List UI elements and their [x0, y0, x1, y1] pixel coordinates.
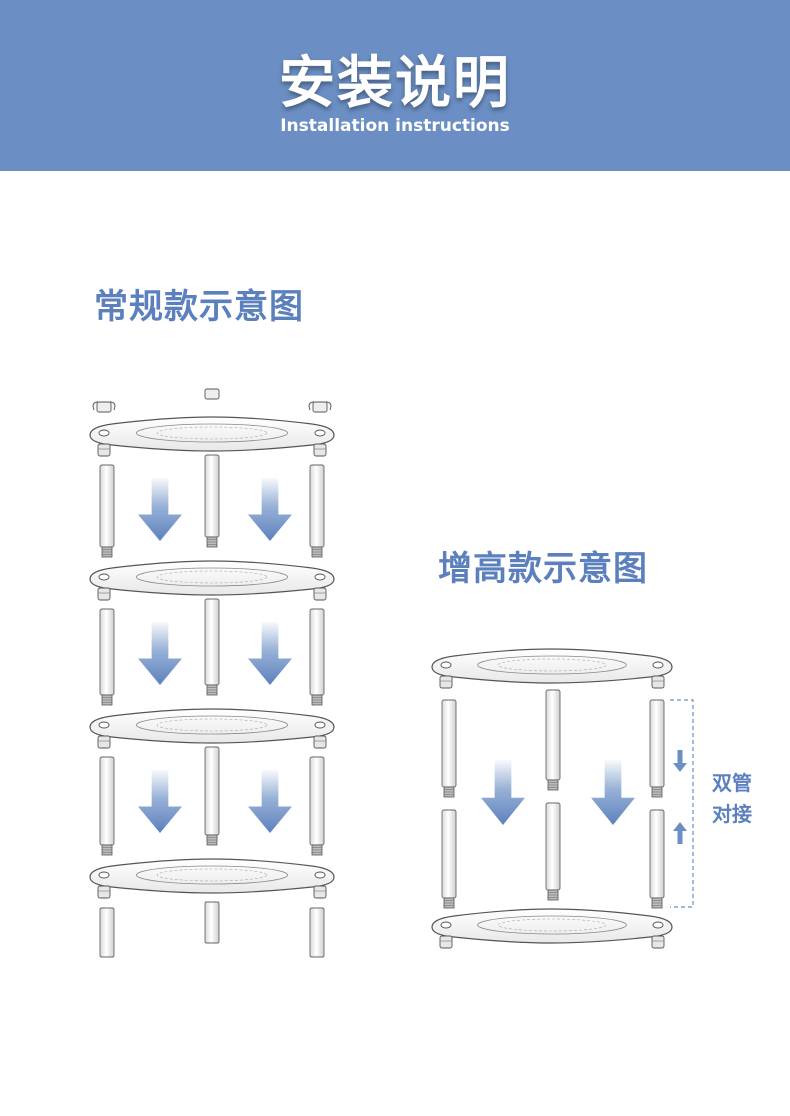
support-pole [204, 598, 220, 696]
support-pole [204, 454, 220, 548]
header-banner: 安装说明 Installation instructions [0, 0, 790, 171]
down-arrow-icon [481, 760, 525, 825]
support-pole [545, 802, 561, 901]
down-arrow-icon [591, 760, 635, 825]
bracket-line [670, 699, 694, 908]
support-pole [441, 809, 457, 909]
page-subtitle: Installation instructions [280, 116, 510, 136]
down-arrow-icon [138, 622, 182, 685]
shelf-tray [89, 708, 335, 749]
note-line-1: 双管 [712, 771, 752, 795]
foot-pole [204, 901, 220, 944]
top-cap [308, 401, 332, 413]
note-line-2: 对接 [712, 802, 752, 826]
up-arrow-icon [673, 822, 687, 844]
shelf-tray [89, 416, 335, 457]
down-arrow-icon [248, 770, 292, 833]
regular-section-title: 常规款示意图 [94, 287, 304, 327]
top-cap [204, 388, 220, 400]
support-pole [545, 689, 561, 791]
shelf-tray [431, 908, 673, 949]
support-pole [441, 699, 457, 798]
support-pole [649, 699, 665, 798]
support-pole [649, 809, 665, 909]
top-cap [92, 401, 116, 413]
foot-pole [99, 907, 115, 958]
support-pole [309, 756, 325, 856]
shelf-tray [89, 858, 335, 899]
down-arrow-icon [138, 478, 182, 541]
down-arrow-icon [138, 770, 182, 833]
down-arrow-icon [673, 750, 687, 772]
support-pole [309, 608, 325, 706]
down-arrow-icon [248, 622, 292, 685]
support-pole [99, 756, 115, 856]
down-arrow-icon [248, 478, 292, 541]
dual-tube-note: 双管 对接 [712, 768, 752, 830]
shelf-tray [431, 648, 673, 689]
support-pole [99, 608, 115, 706]
foot-pole [309, 907, 325, 958]
page-title: 安装说明 [279, 51, 511, 116]
support-pole [309, 464, 325, 558]
shelf-tray [89, 560, 335, 601]
support-pole [99, 464, 115, 558]
support-pole [204, 746, 220, 846]
heightened-section-title: 增高款示意图 [438, 549, 648, 589]
